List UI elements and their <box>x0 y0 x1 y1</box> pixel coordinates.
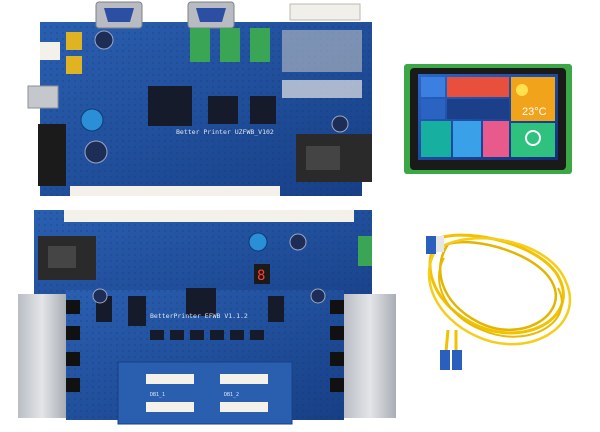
vga-connector-left <box>95 1 143 29</box>
vga-connector-right <box>187 1 235 29</box>
mosfet-column-left <box>66 300 80 392</box>
screen-tile <box>421 77 445 97</box>
chip <box>268 296 284 322</box>
fiber-connector-bottom <box>440 350 450 370</box>
electrolytic-capacitor <box>84 140 108 164</box>
driver-ic-row <box>150 330 264 340</box>
chip <box>128 296 146 326</box>
chip <box>208 96 238 124</box>
main-processor-chip <box>148 86 192 126</box>
screen-tile <box>483 121 509 157</box>
lower-board-silkscreen: BetterPrinter EFWB V1.1.2 <box>150 312 248 320</box>
seven-segment-digit: 8 <box>257 268 265 284</box>
idc-header <box>38 124 66 186</box>
heatsink-left <box>18 294 66 418</box>
upper-board-bottom-headers <box>70 186 280 196</box>
mosfet-column-right <box>330 300 344 392</box>
terminal-block-right <box>358 236 372 266</box>
sun-icon <box>516 84 528 96</box>
screen-tile <box>453 121 481 157</box>
fiber-connector-bottom <box>452 350 462 370</box>
upper-board-silkscreen: Better Printer UZFWB_V102 <box>176 128 274 136</box>
db-label-left: DB1_1 <box>150 392 165 398</box>
ffc-connector <box>146 374 194 384</box>
electrolytic-capacitor <box>289 233 307 251</box>
electrolytic-capacitor <box>310 288 326 304</box>
upper-controller-board: Better Printer UZFWB_V102 <box>27 1 372 196</box>
header-connector-top <box>289 3 361 21</box>
fpga-chip <box>186 288 216 316</box>
screen-tile <box>447 99 509 119</box>
ffc-connector <box>146 402 194 412</box>
settings-icon <box>525 130 541 146</box>
ffc-connector <box>220 374 268 384</box>
power-connector <box>40 42 60 60</box>
chip <box>250 96 276 124</box>
buzzer <box>248 232 268 252</box>
heatsink-right <box>344 294 396 418</box>
electrolytic-capacitor <box>92 288 108 304</box>
lower-board-top-headers <box>64 210 354 222</box>
usb-port <box>27 85 59 109</box>
fiber-optic-cable <box>426 233 572 370</box>
electrolytic-capacitor <box>94 30 114 50</box>
electrolytic-capacitor <box>331 115 349 133</box>
inductor-array <box>282 30 362 98</box>
fiber-port <box>306 146 340 170</box>
touch-screen-module: 23°C <box>404 64 572 174</box>
screen-tile <box>447 77 509 97</box>
capacitor-yellow <box>66 32 82 50</box>
screen-tile <box>421 121 451 157</box>
buzzer <box>80 108 104 132</box>
connector-daughter-board: DB1_1 DB1_2 <box>117 361 293 425</box>
seven-segment-display <box>254 264 270 284</box>
weather-tile <box>511 77 555 121</box>
fiber-port <box>48 246 76 268</box>
fiber-connector-top <box>426 236 436 254</box>
capacitor-yellow <box>66 56 82 74</box>
screen-tile <box>421 99 445 119</box>
db-label-right: DB1_2 <box>224 392 239 398</box>
lower-driver-board: 8 BetterPrinter EFWB V1.1.2 <box>18 210 396 425</box>
weather-temperature: 23°C <box>522 106 547 118</box>
terminal-blocks <box>190 28 270 62</box>
fiber-connector-top <box>436 236 444 252</box>
ffc-connector <box>220 402 268 412</box>
screen-tile <box>511 123 555 157</box>
